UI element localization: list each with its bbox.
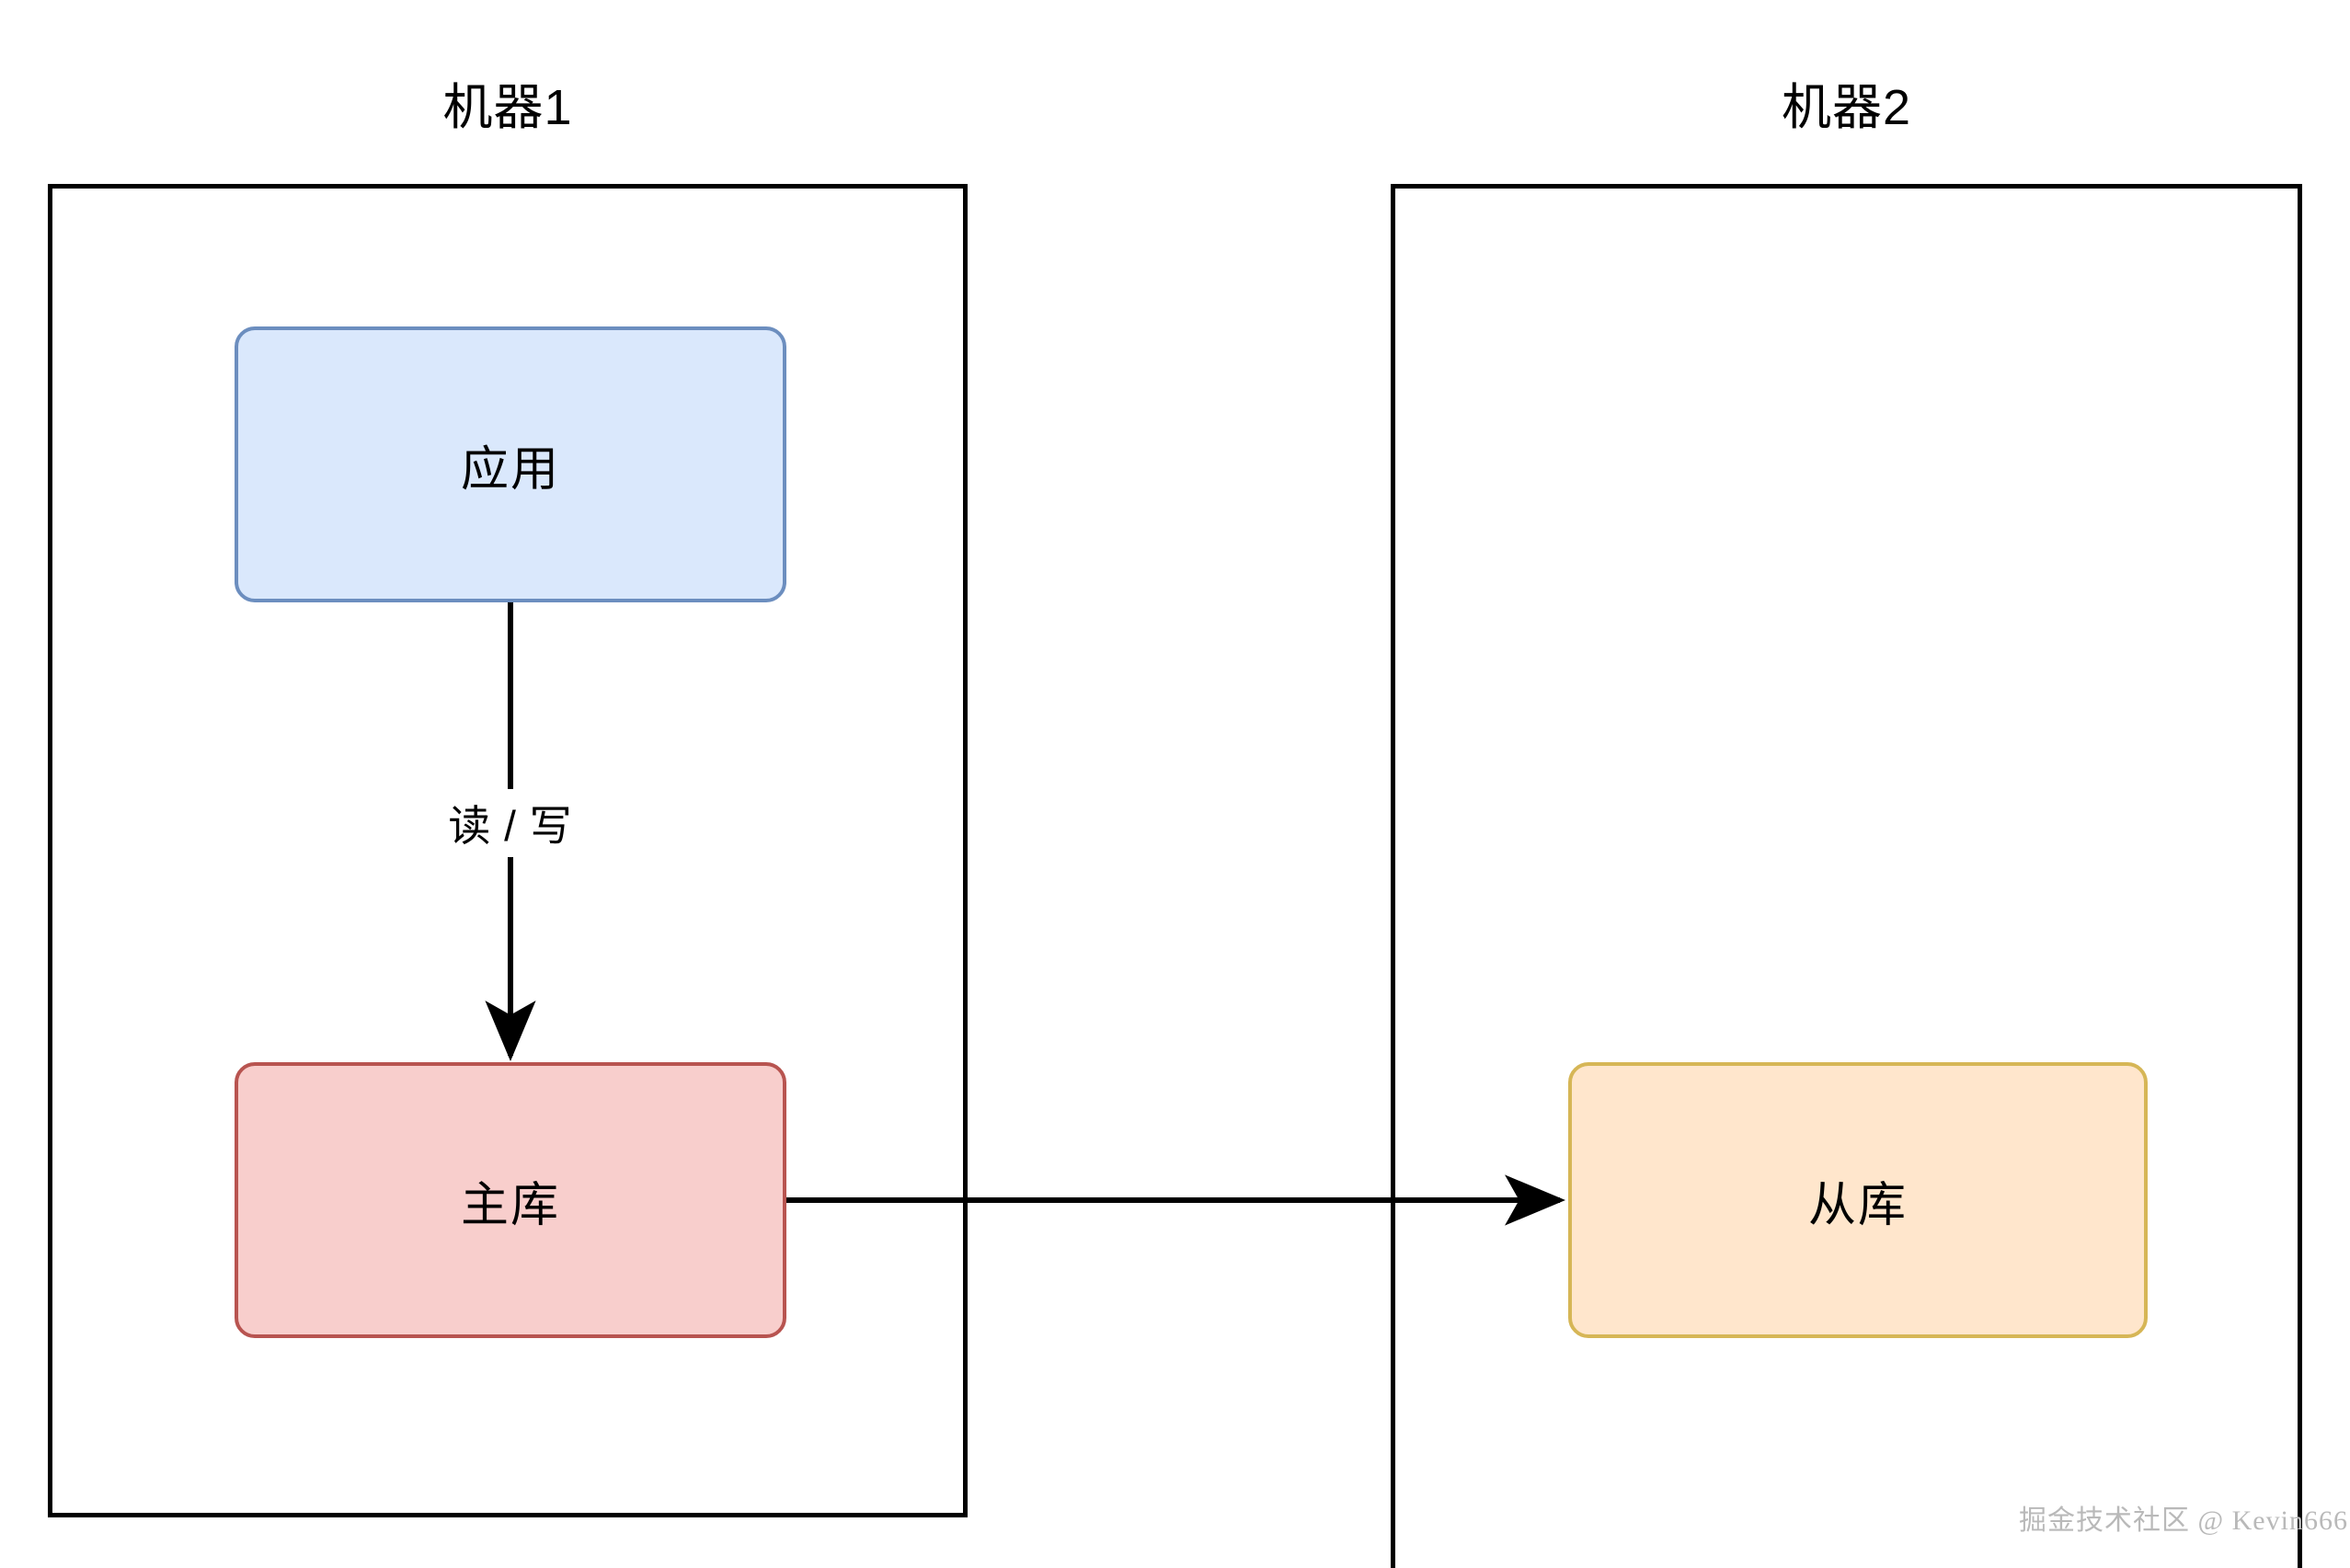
watermark: 掘金技术社区 @ Kevin666 <box>2019 1505 2348 1536</box>
edge-label-read-write: 读 / 写 <box>395 789 625 857</box>
machine2-title: 机器2 <box>1781 80 1912 135</box>
node-slave[interactable]: 从库 <box>1568 1062 2148 1338</box>
machine1-title: 机器1 <box>442 80 573 135</box>
node-master[interactable]: 主库 <box>235 1062 786 1338</box>
node-app[interactable]: 应用 <box>235 326 786 602</box>
